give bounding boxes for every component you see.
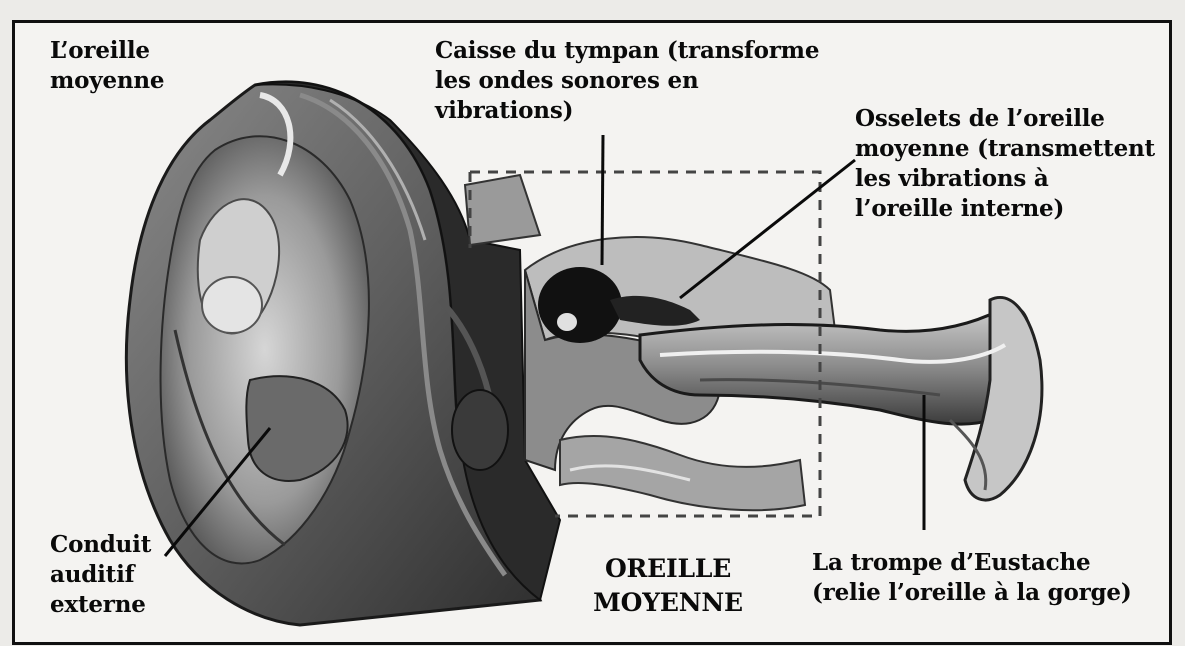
osselets-label-line: les vibrations à xyxy=(855,164,1155,194)
eustache-label: La trompe d’Eustache (relie l’oreille à … xyxy=(812,548,1132,608)
tympan-label: Caisse du tympan (transforme les ondes s… xyxy=(435,36,819,126)
conduit-label: Conduit auditif externe xyxy=(50,530,151,620)
conduit-label-line: externe xyxy=(50,590,151,620)
corner-title: L’oreille moyenne xyxy=(50,36,164,96)
corner-title-line: L’oreille xyxy=(50,36,164,66)
osselets-label: Osselets de l’oreille moyenne (transmett… xyxy=(855,104,1155,224)
tympan-label-line: les ondes sonores en xyxy=(435,66,819,96)
tympan-label-line: vibrations) xyxy=(435,96,819,126)
eustache-label-line: La trompe d’Eustache xyxy=(812,548,1132,578)
region-label: OREILLE MOYENNE xyxy=(578,552,758,620)
conduit-label-line: auditif xyxy=(50,560,151,590)
osselets-label-line: l’oreille interne) xyxy=(855,194,1155,224)
conduit-label-line: Conduit xyxy=(50,530,151,560)
tympan-label-line: Caisse du tympan (transforme xyxy=(435,36,819,66)
osselets-label-line: moyenne (transmettent xyxy=(855,134,1155,164)
tympan-leader-line xyxy=(602,135,603,265)
eustache-label-line: (relie l’oreille à la gorge) xyxy=(812,578,1132,608)
tympanic-cavity xyxy=(538,267,622,343)
corner-title-line: moyenne xyxy=(50,66,164,96)
region-label-line: MOYENNE xyxy=(578,586,758,620)
osselets-label-line: Osselets de l’oreille xyxy=(855,104,1155,134)
region-label-line: OREILLE xyxy=(578,552,758,586)
